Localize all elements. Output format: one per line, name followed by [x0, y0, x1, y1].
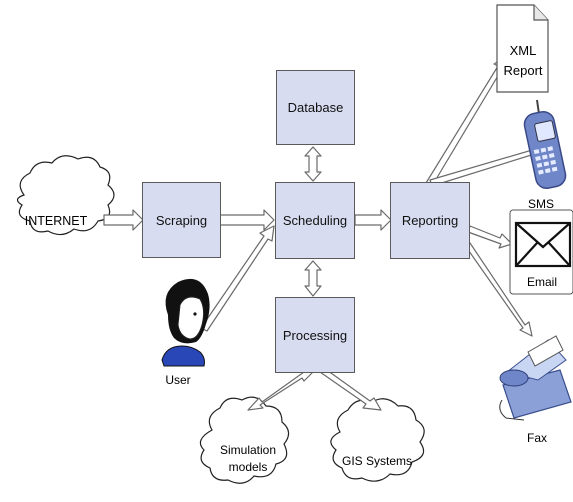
processing-box: Processing — [275, 297, 355, 373]
arrow-processing-simulation — [247, 369, 316, 411]
reporting-label: Reporting — [401, 213, 459, 228]
arrow-database-scheduling — [304, 146, 322, 182]
processing-label: Processing — [282, 327, 348, 343]
scraping-box: Scraping — [142, 182, 221, 258]
user-label: User — [165, 373, 190, 387]
fax-label: Fax — [527, 431, 547, 445]
simulation-label-1: Simulation — [220, 443, 276, 457]
scheduling-box: Scheduling — [275, 182, 355, 259]
scheduling-label: Scheduling — [282, 213, 348, 228]
fax-machine-icon: Fax — [499, 335, 572, 445]
internet-label: INTERNET — [25, 214, 88, 228]
sms-label: SMS — [528, 197, 554, 211]
envelope-icon: Email — [509, 209, 573, 295]
xml-label-1: XML — [510, 43, 537, 58]
email-label: Email — [527, 275, 557, 289]
user-avatar-icon: User — [161, 278, 210, 387]
document-icon: XML Report — [496, 4, 549, 93]
database-box: Database — [276, 70, 355, 145]
database-label: Database — [287, 100, 344, 115]
arrow-scraping-scheduling — [219, 209, 275, 231]
internet-cloud: INTERNET — [16, 155, 115, 236]
xml-label-2: Report — [503, 63, 542, 78]
scraping-label: Scraping — [155, 212, 208, 228]
gis-cloud: GIS Systems — [330, 398, 425, 482]
arrow-reporting-email — [467, 225, 513, 249]
simulation-cloud: Simulation models — [199, 396, 290, 484]
reporting-box: Reporting — [390, 182, 470, 259]
arrow-scheduling-reporting — [354, 209, 392, 231]
mobile-phone-icon: SMS — [523, 99, 567, 211]
arrow-reporting-fax — [463, 239, 533, 337]
gis-label: GIS Systems — [342, 454, 412, 468]
arrow-user-scheduling — [200, 225, 275, 332]
simulation-label-2: models — [229, 460, 268, 474]
arrow-scheduling-processing — [304, 260, 322, 297]
arrow-internet-scraping — [103, 209, 144, 231]
